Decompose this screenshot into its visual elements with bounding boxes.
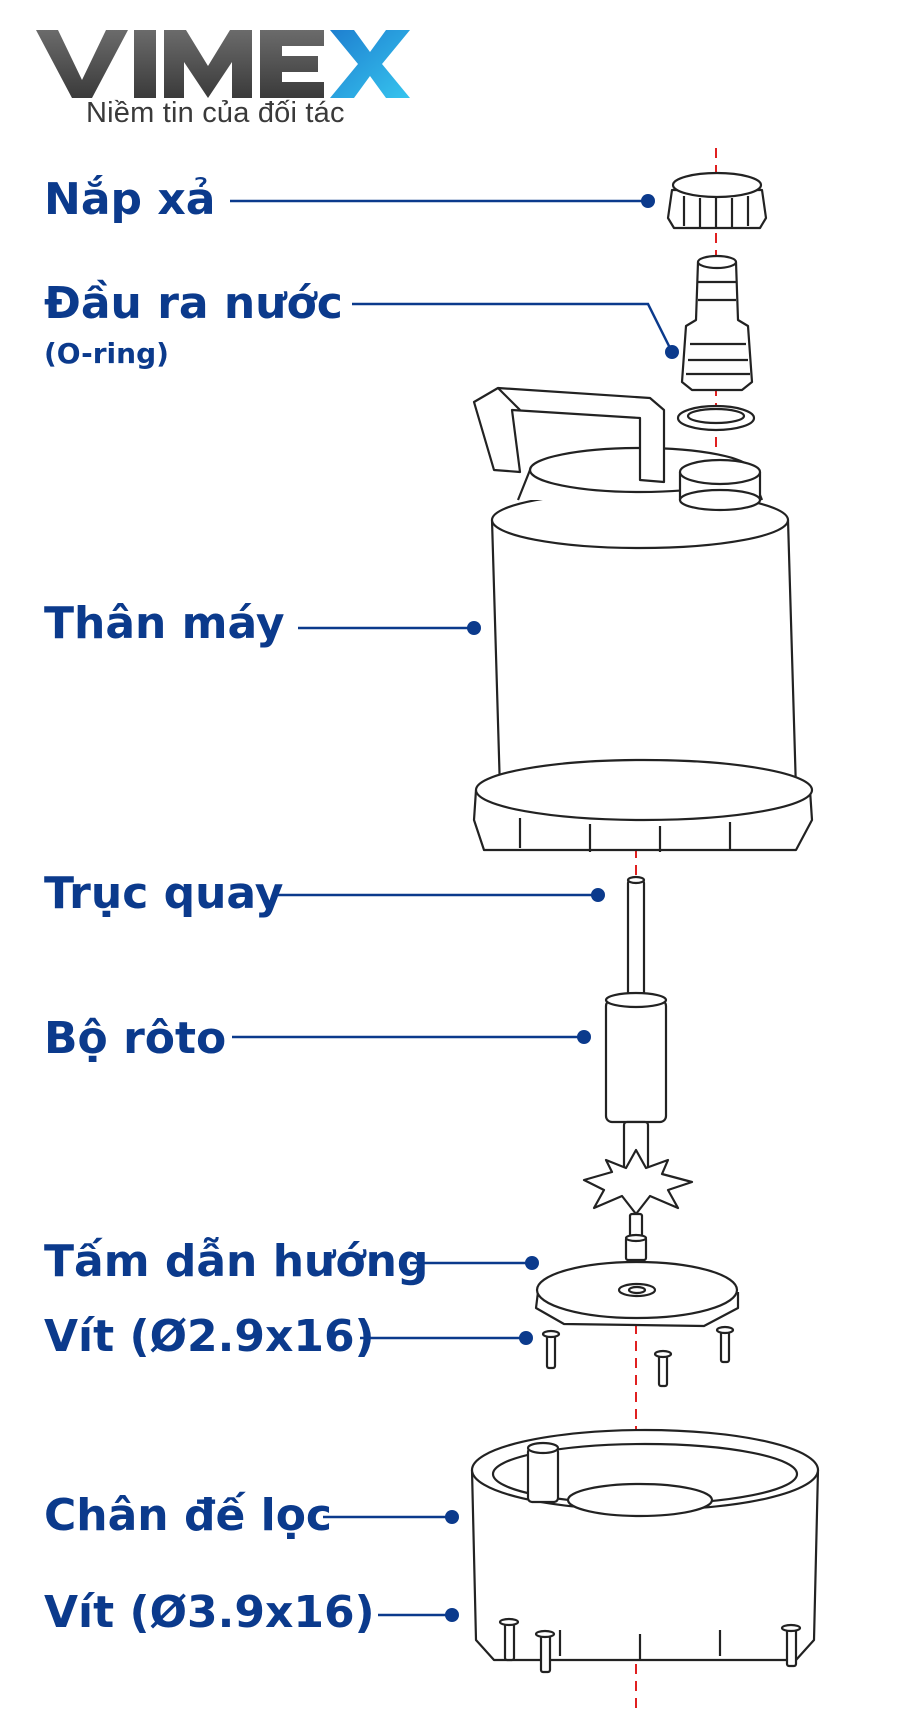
label-screw-small: Vít (Ø2.9x16)	[44, 1311, 375, 1362]
label-discharge-cap: Nắp xả	[44, 174, 216, 225]
label-filter-base: Chân đế lọc	[44, 1490, 332, 1541]
vimex-logo-icon	[36, 30, 410, 98]
pump-body-part	[472, 386, 814, 852]
leader-dot	[519, 1331, 533, 1345]
leader-dot	[467, 621, 481, 635]
outlet-part	[680, 254, 754, 392]
label-outlet: Đầu ra nước	[44, 278, 343, 329]
leader-dot	[577, 1030, 591, 1044]
leader-dot	[591, 888, 605, 902]
leader-dot	[665, 345, 679, 359]
discharge-cap-part	[666, 171, 768, 230]
label-outlet-note: (O-ring)	[44, 337, 169, 370]
o-ring-part	[676, 404, 756, 432]
guide-plate-part	[534, 1260, 740, 1328]
leader-dot	[525, 1256, 539, 1270]
leader-dot	[641, 194, 655, 208]
leader-outlet	[352, 302, 674, 353]
leader-dot	[445, 1608, 459, 1622]
label-screw-large: Vít (Ø3.9x16)	[44, 1587, 375, 1638]
filter-base-part	[470, 1428, 820, 1662]
brand-tagline: Niềm tin của đối tác	[86, 97, 345, 129]
label-guide-plate: Tấm dẫn hướng	[44, 1236, 429, 1287]
label-body: Thân máy	[44, 598, 285, 649]
label-rotor: Bộ rôto	[44, 1013, 227, 1064]
large-screws-part	[498, 1617, 802, 1674]
rotor-assembly-part	[582, 875, 694, 1262]
brand-logo	[34, 22, 414, 132]
small-screws-part	[541, 1325, 735, 1388]
leader-dot	[445, 1510, 459, 1524]
label-shaft: Trục quay	[44, 868, 284, 919]
